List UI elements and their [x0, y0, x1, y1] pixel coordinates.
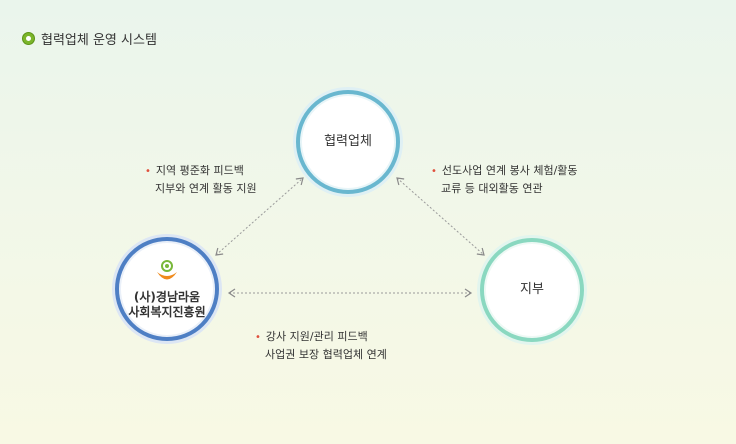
- note-left-line2: 지부와 연계 활동 지원: [155, 182, 257, 195]
- node-branch: 지부: [480, 238, 584, 342]
- page-title-text: 협력업체 운영 시스템: [41, 32, 157, 48]
- node-branch-label: 지부: [520, 282, 544, 297]
- note-bottom-line2: 사업권 보장 협력업체 연계: [265, 348, 387, 361]
- bullet-icon: •: [255, 332, 261, 343]
- node-hq-label-line2: 사회복지진흥원: [128, 304, 206, 319]
- bullet-icon: •: [145, 166, 151, 177]
- note-left: • 지역 평준화 피드백 지부와 연계 활동 지원: [145, 162, 257, 197]
- note-left-line1: 지역 평준화 피드백: [155, 164, 244, 177]
- person-logo-icon: [157, 259, 177, 279]
- node-partner-label: 협력업체: [324, 134, 372, 149]
- connector-hq-partner: [215, 177, 304, 256]
- bullet-icon: •: [431, 166, 437, 177]
- connector-partner-branch: [396, 177, 485, 256]
- note-right: • 선도사업 연계 봉사 체험/활동 교류 등 대외활동 연관: [431, 162, 578, 197]
- note-bottom: • 강사 지원/관리 피드백 사업권 보장 협력업체 연계: [255, 328, 387, 363]
- note-bottom-line1: 강사 지원/관리 피드백: [265, 330, 368, 343]
- node-hq-label-line1: (사)경남라움: [133, 289, 201, 304]
- note-right-line2: 교류 등 대외활동 연관: [441, 182, 543, 195]
- circle-bullet-icon: [22, 31, 35, 45]
- note-right-line1: 선도사업 연계 봉사 체험/활동: [441, 164, 578, 177]
- node-hq: (사)경남라움 사회복지진흥원: [115, 237, 219, 341]
- node-partner: 협력업체: [296, 90, 400, 194]
- page-title: 협력업체 운영 시스템: [22, 29, 157, 48]
